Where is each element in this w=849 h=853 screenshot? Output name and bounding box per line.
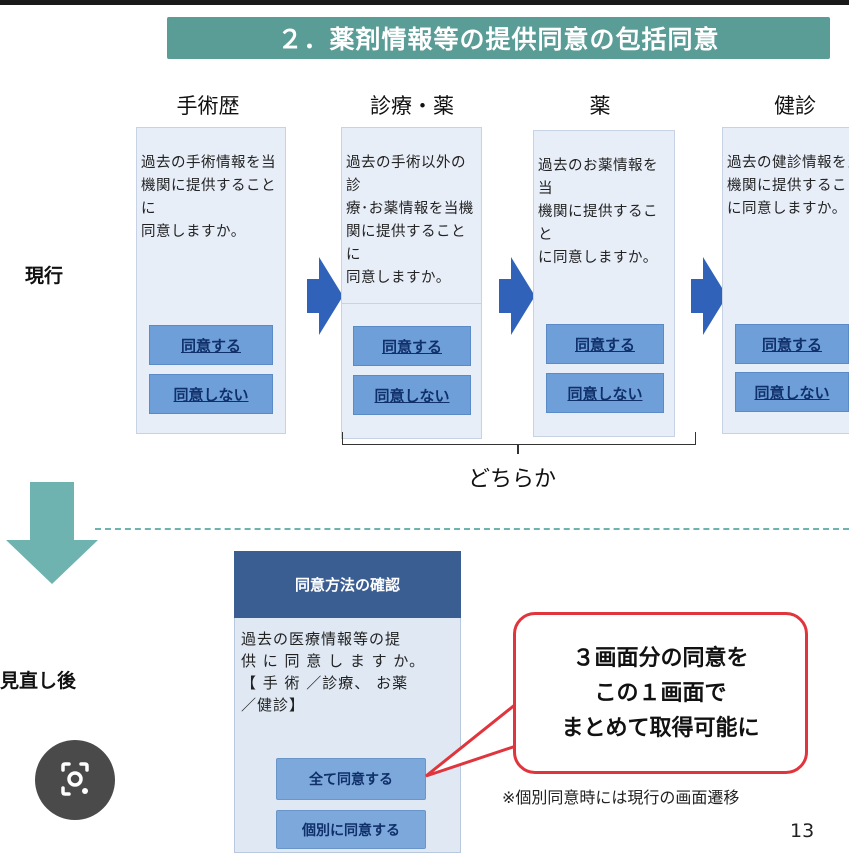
agree-all-button[interactable]: 全て同意する bbox=[276, 758, 426, 800]
text-line: に同意しますか。 bbox=[727, 201, 847, 217]
text-line: 過去の医療情報等の提 bbox=[241, 630, 402, 648]
column-header-surgery: 手術歴 bbox=[176, 94, 240, 118]
lens-search-button[interactable] bbox=[35, 740, 115, 820]
right-arrow-icon bbox=[307, 257, 343, 335]
text-line: 過去のお薬情報を当 bbox=[538, 158, 658, 197]
consent-screen-surgery: 過去の手術情報を当 機関に提供することに 同意しますか。 同意する 同意しない bbox=[136, 127, 286, 434]
text-line: 機関に提供することに bbox=[141, 178, 276, 217]
callout-joint bbox=[524, 704, 548, 738]
row-label-current: 現行 bbox=[25, 265, 64, 287]
text-line: 療･お薬情報を当機 bbox=[346, 201, 474, 217]
text-line: 【 手 術 ／診療、 お薬 bbox=[241, 674, 409, 692]
text-line: 機関に提供すること bbox=[538, 204, 658, 243]
slide-title: ２．薬剤情報等の提供同意の包括同意 bbox=[167, 17, 830, 59]
brace-tick bbox=[517, 444, 519, 454]
text-line: 同意しますか。 bbox=[346, 270, 451, 286]
text-line: 過去の健診情報を当 bbox=[727, 155, 849, 171]
right-arrow-icon bbox=[691, 257, 727, 335]
consent-question: 過去のお薬情報を当 機関に提供すること に同意しますか。 bbox=[538, 155, 672, 270]
callout-line: この１画面で bbox=[594, 680, 727, 706]
text-line: ／健診】 bbox=[241, 696, 306, 714]
consent-screen-checkup: 過去の健診情報を当 機関に提供すること に同意しますか。 同意する 同意しない bbox=[722, 127, 849, 434]
agree-button[interactable]: 同意する bbox=[353, 326, 471, 366]
footnote: ※個別同意時には現行の画面遷移 bbox=[502, 788, 740, 807]
down-arrow-head bbox=[6, 540, 98, 584]
consent-question: 過去の手術情報を当 機関に提供することに 同意しますか。 bbox=[141, 152, 283, 244]
text-line: 過去の手術以外の診 bbox=[346, 155, 466, 194]
text-line: 過去の手術情報を当 bbox=[141, 155, 276, 171]
callout-line: ３画面分の同意を bbox=[572, 645, 749, 671]
consent-screen-drug: 過去のお薬情報を当 機関に提供すること に同意しますか。 同意する 同意しない bbox=[533, 130, 675, 437]
column-header-care-drug: 診療・薬 bbox=[370, 94, 454, 118]
brace-bracket bbox=[342, 432, 696, 445]
divider bbox=[342, 303, 481, 304]
page-number: 13 bbox=[790, 820, 815, 842]
down-arrow-icon bbox=[30, 482, 74, 540]
callout-line: まとめて取得可能に bbox=[561, 715, 760, 741]
text-line: 機関に提供すること bbox=[727, 178, 849, 194]
agree-button[interactable]: 同意する bbox=[735, 324, 849, 364]
brace-label: どちらか bbox=[468, 467, 557, 492]
disagree-button[interactable]: 同意しない bbox=[149, 374, 273, 414]
new-screen-header: 同意方法の確認 bbox=[234, 551, 461, 618]
right-arrow-icon bbox=[499, 257, 535, 335]
section-divider bbox=[95, 528, 849, 530]
top-border bbox=[0, 0, 849, 5]
text-line: に同意しますか。 bbox=[538, 250, 658, 266]
disagree-button[interactable]: 同意しない bbox=[353, 375, 471, 415]
callout-bubble: ３画面分の同意を この１画面で まとめて取得可能に bbox=[513, 612, 808, 774]
disagree-button[interactable]: 同意しない bbox=[546, 373, 664, 413]
camera-lens-icon bbox=[61, 762, 89, 796]
new-screen-question: 過去の医療情報等の提 供 に 同 意 し ま す か。 【 手 術 ／診療、 お… bbox=[241, 628, 453, 716]
agree-individually-button[interactable]: 個別に同意する bbox=[276, 810, 426, 849]
agree-button[interactable]: 同意する bbox=[149, 325, 273, 365]
row-label-after: 見直し後 bbox=[0, 670, 77, 692]
text-line: 関に提供することに bbox=[346, 224, 466, 263]
text-line: 供 に 同 意 し ま す か。 bbox=[241, 652, 426, 670]
column-header-drug: 薬 bbox=[589, 94, 611, 118]
consent-screen-care-drug: 過去の手術以外の診 療･お薬情報を当機 関に提供することに 同意しますか。 同意… bbox=[341, 127, 482, 439]
text-line: 同意しますか。 bbox=[141, 224, 246, 240]
consent-question: 過去の健診情報を当 機関に提供すること に同意しますか。 bbox=[727, 152, 849, 221]
consent-question: 過去の手術以外の診 療･お薬情報を当機 関に提供することに 同意しますか。 bbox=[346, 152, 480, 290]
agree-button[interactable]: 同意する bbox=[546, 324, 664, 364]
column-header-checkup: 健診 bbox=[774, 94, 816, 118]
disagree-button[interactable]: 同意しない bbox=[735, 372, 849, 412]
